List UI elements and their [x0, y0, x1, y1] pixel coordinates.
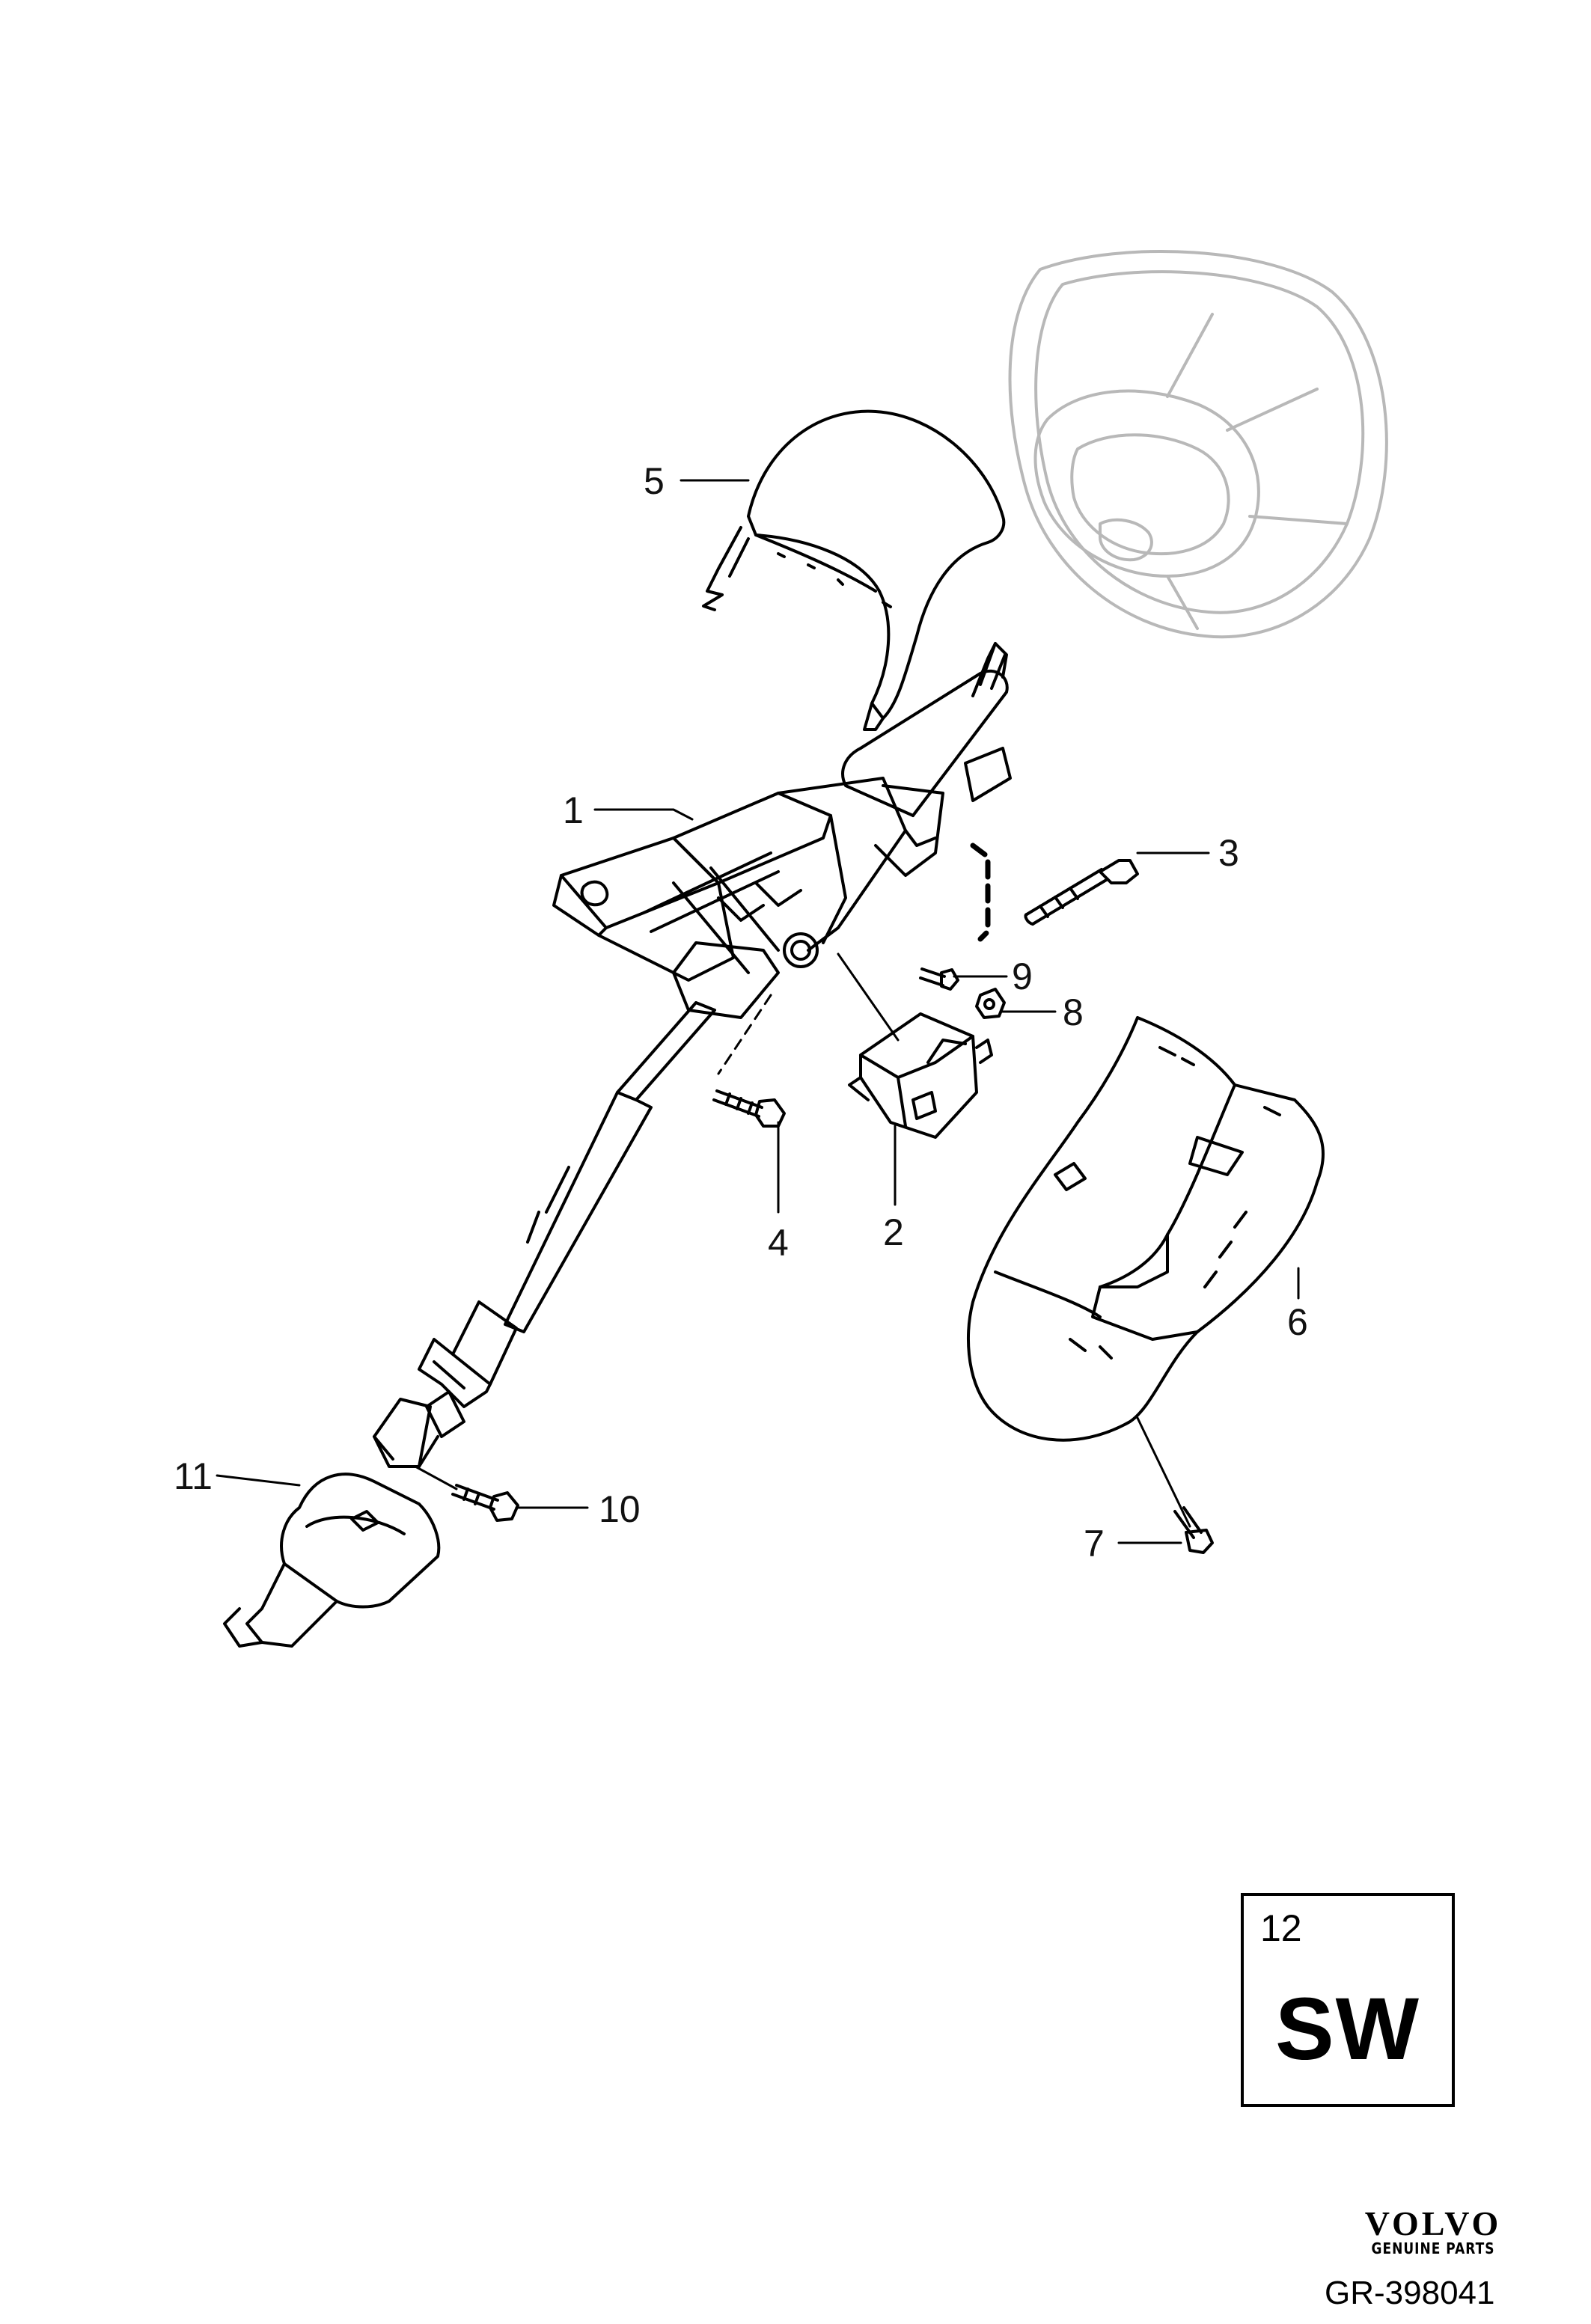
control-module-part-2: [848, 1012, 993, 1139]
screw-part-9: [919, 967, 959, 991]
callout-9: 9: [1012, 955, 1033, 997]
leader-lines: [216, 479, 1300, 1544]
nut-part-8: [975, 988, 1006, 1019]
bolt-part-4: [712, 1089, 786, 1128]
callout-2: 2: [883, 1211, 904, 1253]
group-box: 12 SW: [1241, 1893, 1455, 2107]
callout-5: 5: [644, 460, 665, 502]
steering-wheel-ghost: [1008, 250, 1388, 639]
steering-column-assembly: [552, 642, 1012, 1019]
callout-4: 4: [768, 1222, 789, 1264]
callout-3: 3: [1218, 832, 1239, 874]
callout-10: 10: [599, 1488, 641, 1530]
group-number: 12: [1260, 1907, 1302, 1949]
callout-8: 8: [1063, 991, 1084, 1033]
bolt-part-10: [451, 1484, 519, 1522]
intermediate-shaft: [373, 1001, 716, 1468]
group-code: SW: [1274, 1980, 1421, 2079]
lower-column-cover: [967, 1016, 1325, 1442]
callout-6: 6: [1287, 1301, 1308, 1343]
reference-line-10: [414, 1465, 458, 1490]
callout-1: 1: [563, 789, 584, 831]
dashed-reference-line-3: [970, 843, 991, 942]
lower-joint-part-11: [223, 1473, 441, 1648]
figure-id: GR-398041: [1325, 2275, 1495, 2311]
callout-11: 11: [174, 1455, 213, 1497]
brand-logo: VOLVO: [1364, 2204, 1502, 2242]
brand-tagline: GENUINE PARTS: [1371, 2240, 1495, 2258]
callout-7: 7: [1084, 1523, 1105, 1565]
bolt-part-3: [1024, 859, 1139, 926]
reference-line-7: [1136, 1416, 1191, 1528]
upper-column-cover: [702, 409, 1006, 731]
dashed-reference-line-4: [717, 994, 772, 1075]
reference-line-2: [837, 952, 900, 1042]
screw-part-7: [1173, 1506, 1214, 1554]
